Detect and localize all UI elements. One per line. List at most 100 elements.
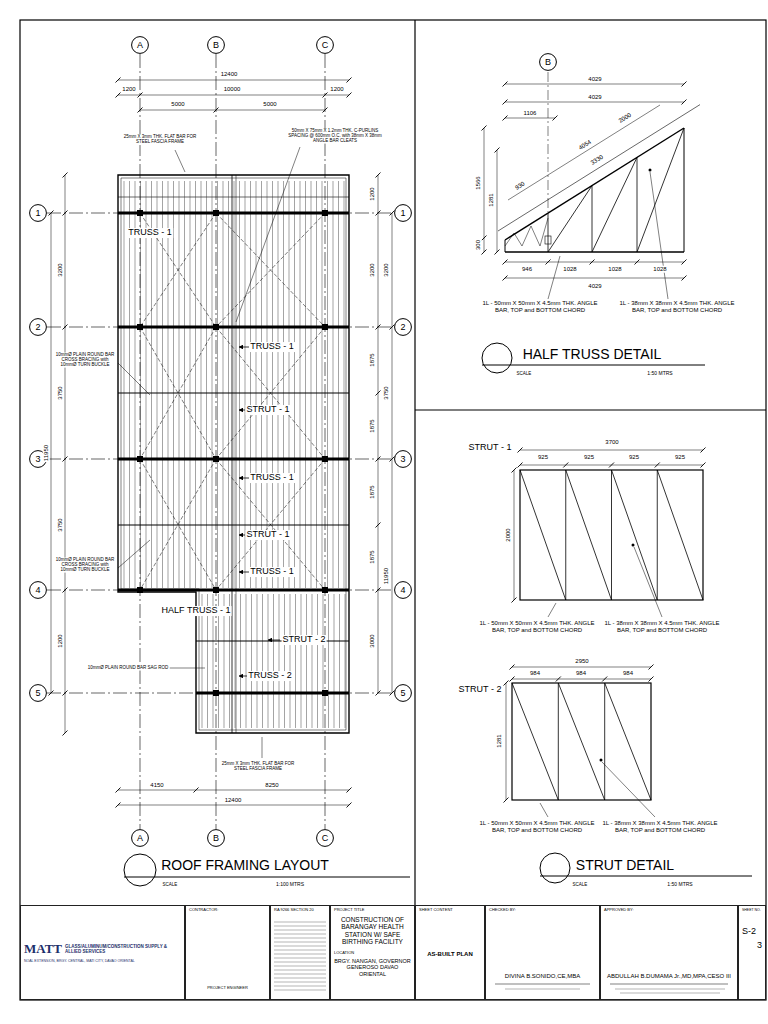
c-purlin (129, 181, 130, 588)
grid-bubble: B (539, 53, 557, 71)
dimension-line (503, 276, 508, 281)
c-purlin (295, 594, 296, 728)
c-purlin (240, 594, 241, 728)
sheet-frame (415, 409, 766, 410)
bubble-outline (317, 830, 334, 847)
dimension-line (609, 463, 614, 468)
grid-bubble: 2 (394, 318, 412, 336)
bubble-outline (30, 582, 47, 599)
dimension-label: 11950 (43, 444, 50, 462)
strut-one (520, 470, 566, 600)
bubble-outline (132, 830, 149, 847)
strut-two (558, 683, 559, 800)
leader-line (262, 737, 263, 758)
cross-bracing (140, 327, 216, 459)
title-block-text: 3 (742, 940, 762, 950)
strut-two (512, 683, 651, 800)
callout-note: 10mmØ PLAIN ROUND BAR CROSS BRACING with… (53, 558, 117, 573)
strut-one (632, 544, 635, 547)
fine-print (274, 938, 326, 939)
c-purlin (190, 181, 191, 588)
title-block-text: RA 9266 SECTION 20 (274, 908, 326, 913)
c-purlin (124, 181, 125, 588)
fine-print (274, 922, 326, 923)
dimension-label: 1875 (369, 484, 376, 499)
c-purlin (206, 181, 207, 588)
grid-letter: B (207, 829, 225, 847)
member-tag: STRUT - 1 (468, 443, 513, 453)
c-purlin (162, 181, 163, 588)
roof-outline (118, 175, 349, 733)
dimension-label: 1281 (488, 192, 495, 207)
dimension-label: 1875 (369, 418, 376, 433)
dimension-label: 3700 (604, 439, 619, 446)
c-purlin (235, 594, 236, 728)
dimension-line (392, 213, 393, 693)
dimension-line (503, 260, 508, 265)
dimension-label: 12400 (220, 71, 239, 78)
strut-one (565, 470, 566, 600)
strut-one (520, 470, 703, 617)
c-purlin (246, 594, 247, 728)
dimension-label: 1200 (329, 86, 344, 93)
dimension-line (504, 798, 509, 803)
c-purlin (279, 594, 280, 728)
c-purlin (201, 181, 202, 588)
callout-note: 25mm X 3mm THK. FLAT BAR FOR STEEL FASCI… (220, 762, 297, 772)
dimension-line (503, 116, 508, 121)
title-block-text: NOAL EXTENSION, BRGY. CENTRAL, MATI CITY… (24, 959, 181, 963)
dimension-line (118, 790, 349, 791)
view-title: HALF TRUSS DETAIL (522, 347, 663, 362)
dimension-line (505, 118, 555, 119)
view-title-symbol (540, 853, 570, 883)
bubble-outline (395, 451, 412, 468)
leader-line (118, 540, 150, 568)
dimension-line (63, 731, 68, 736)
grid-letter: A (131, 829, 149, 847)
roof-outline (236, 175, 237, 733)
c-purlin (322, 181, 323, 588)
dimension-line (49, 78, 706, 808)
half-truss (498, 105, 700, 231)
fine-print (274, 922, 326, 990)
dimension-line (682, 100, 687, 105)
dimension-line (505, 84, 684, 85)
c-purlin (334, 594, 335, 728)
dimension-label: 8250 (264, 782, 279, 789)
cross-bracing (216, 459, 325, 590)
strut-two (605, 683, 651, 800)
c-purlin (256, 181, 257, 588)
signature-line (610, 984, 728, 985)
dimension-line (512, 468, 517, 473)
grid-letter: 5 (29, 684, 47, 702)
dimension-line (553, 116, 558, 121)
grid-letter: 1 (29, 204, 47, 222)
fine-print (274, 962, 326, 963)
title-block-text: MATT (24, 942, 62, 957)
title-block-text: PROJECT ENGINEER (189, 986, 266, 991)
c-purlin (151, 181, 152, 588)
c-purlin (301, 594, 302, 728)
half-truss (637, 128, 684, 252)
sheet-frame (20, 20, 766, 1000)
fine-print (274, 974, 326, 975)
dimension-line (504, 681, 509, 686)
bubble-outline (395, 319, 412, 336)
dimension-line (590, 260, 595, 265)
strut-line (118, 393, 349, 641)
bubble-outline (30, 685, 47, 702)
dimension-label: 984 (529, 670, 541, 677)
grid-bubble: 2 (29, 318, 47, 336)
dimension-label: 2000 (617, 111, 634, 125)
grid-letter: 2 (394, 318, 412, 336)
cross-bracing (216, 213, 325, 327)
grid-letter: A (131, 36, 149, 54)
leader-line (236, 147, 300, 322)
member-tag: TRUSS - 2 (247, 671, 293, 681)
dimension-line (503, 82, 508, 87)
c-purlin (223, 181, 224, 588)
dimension-label: 3750 (383, 385, 390, 400)
dimension-line (116, 78, 121, 83)
half-truss (508, 105, 660, 200)
bubble-outline (395, 205, 412, 222)
